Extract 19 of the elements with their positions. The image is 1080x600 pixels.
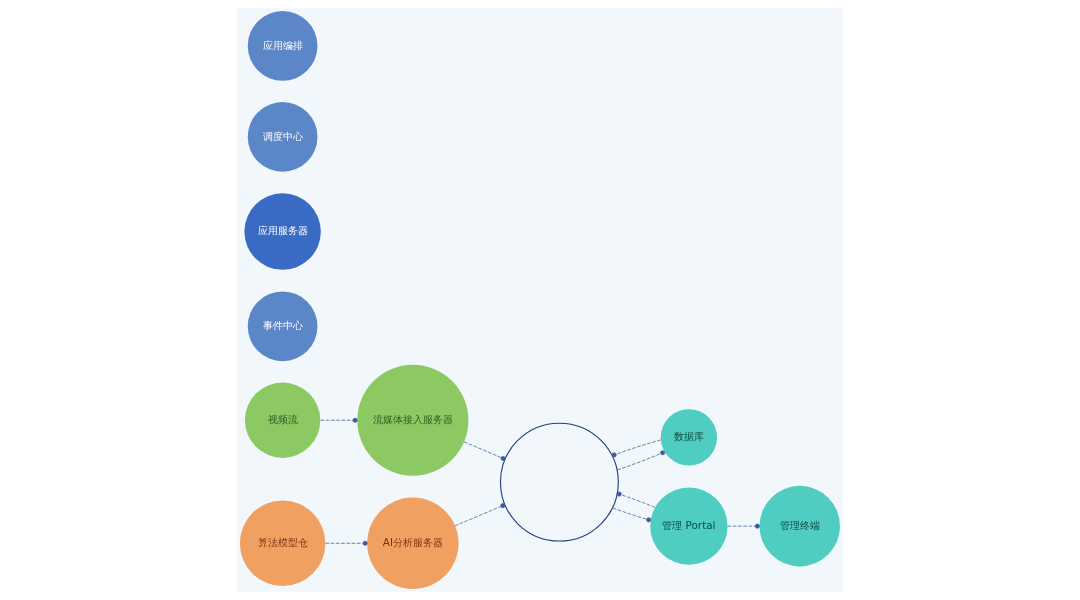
node-circle: 事件中心 bbox=[247, 291, 318, 362]
node-circle: 流媒体接入服务器 bbox=[357, 364, 469, 476]
connector bbox=[320, 417, 358, 423]
connector bbox=[463, 441, 506, 461]
connector bbox=[612, 507, 652, 523]
node-circle: AI分析服务器 bbox=[367, 497, 459, 589]
connector bbox=[616, 450, 666, 471]
node-circle: 管理 Portal bbox=[650, 487, 728, 565]
connector bbox=[325, 540, 368, 546]
connector bbox=[616, 491, 656, 508]
node-circle: 管理终端 bbox=[759, 485, 840, 567]
node-circle: 应用服务器 bbox=[244, 193, 321, 270]
connector bbox=[454, 503, 506, 527]
node-circle: 调度中心 bbox=[247, 102, 318, 172]
connector bbox=[611, 439, 662, 458]
node-circle: 应用编排 bbox=[247, 11, 318, 81]
connector bbox=[727, 523, 760, 529]
node-circle: 视频流 bbox=[244, 382, 321, 458]
node-circle: 算法模型仓 bbox=[239, 500, 326, 586]
